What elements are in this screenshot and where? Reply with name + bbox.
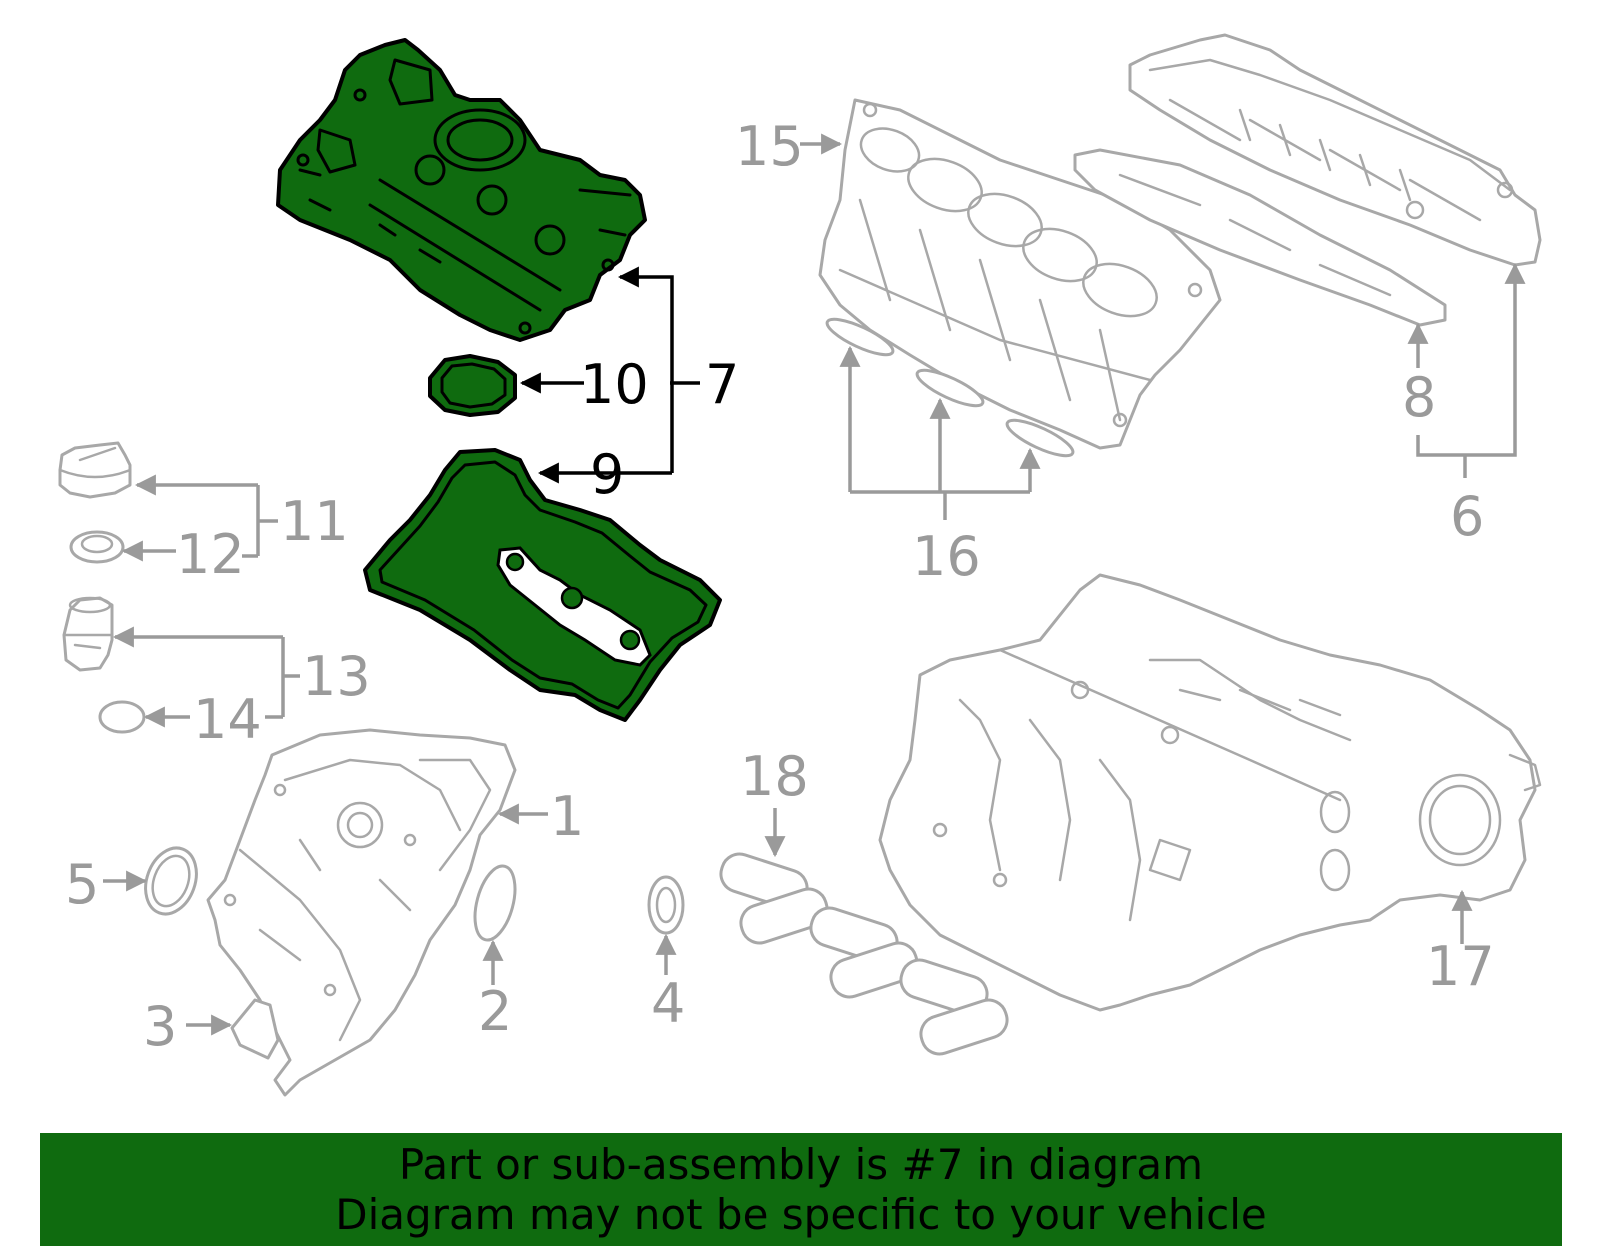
banner-line-2: Diagram may not be specific to your vehi… (335, 1189, 1267, 1239)
valve-cover-part[interactable] (276, 38, 647, 342)
gasket-part-9[interactable] (363, 448, 722, 722)
sensor-part-13[interactable] (62, 596, 114, 672)
parts-diagram: 1 2 3 4 5 6 7 8 9 10 11 12 13 14 15 16 1… (58, 33, 1542, 1097)
callout-17: 17 (1426, 935, 1495, 998)
o-ring-part-4[interactable] (647, 875, 685, 935)
callout-18: 18 (740, 745, 809, 808)
port-gaskets-part-18[interactable] (716, 849, 1011, 1058)
callout-7: 7 (705, 353, 739, 416)
callout-9: 9 (590, 443, 624, 506)
banner-line-1: Part or sub-assembly is #7 in diagram (398, 1139, 1204, 1189)
callout-4: 4 (651, 972, 685, 1035)
callout-16: 16 (912, 525, 981, 588)
intake-plenum-part-17[interactable] (878, 573, 1542, 1012)
callout-11: 11 (280, 490, 349, 553)
seal-part-3[interactable] (230, 998, 280, 1060)
callout-14: 14 (193, 688, 262, 751)
o-ring-part-5[interactable] (137, 841, 205, 921)
notice-banner: Part or sub-assembly is #7 in diagram Di… (40, 1133, 1562, 1246)
o-ring-part-2[interactable] (468, 862, 522, 945)
gasket-part-8[interactable] (1073, 148, 1447, 327)
callout-2: 2 (478, 980, 512, 1043)
o-ring-part-14[interactable] (98, 700, 146, 734)
intake-manifold-upper-part-6[interactable] (1128, 33, 1542, 267)
callout-8: 8 (1402, 366, 1436, 429)
callout-15: 15 (735, 115, 804, 178)
intake-manifold-lower-part-15[interactable] (818, 98, 1222, 450)
ring-part-12[interactable] (69, 530, 125, 564)
timing-cover-part-1[interactable] (206, 728, 517, 1097)
callout-1: 1 (550, 785, 584, 848)
callout-12: 12 (176, 523, 245, 586)
callout-10: 10 (580, 353, 649, 416)
callout-3: 3 (143, 995, 177, 1058)
callout-6: 6 (1450, 485, 1484, 548)
leader-lines (103, 133, 1526, 1036)
oil-cap-part-11[interactable] (58, 441, 132, 499)
callout-13: 13 (302, 645, 371, 708)
callout-5: 5 (65, 853, 99, 916)
seal-part-10[interactable] (428, 354, 517, 417)
